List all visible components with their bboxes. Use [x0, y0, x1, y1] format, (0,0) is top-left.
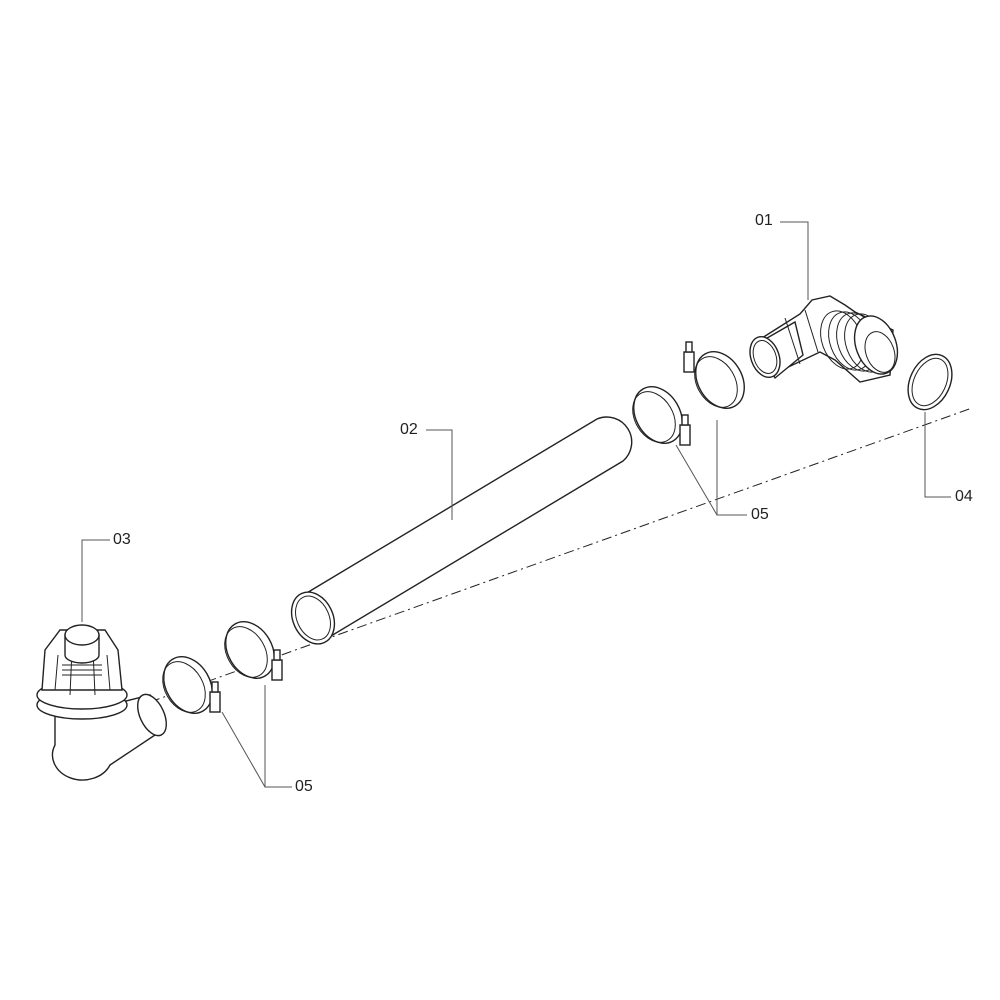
leader-03 — [81, 539, 110, 622]
leader-05-left-b — [221, 711, 266, 788]
leader-04 — [924, 412, 951, 498]
leader-02 — [426, 429, 453, 520]
hose-clamp-right-outer — [683, 341, 745, 409]
callout-04: 04 — [955, 488, 973, 505]
leader-05-left-a — [264, 685, 292, 788]
callout-03: 03 — [113, 531, 131, 548]
leader-01 — [780, 221, 809, 300]
tube-part-02 — [290, 416, 633, 645]
hose-clamp-right-inner — [632, 386, 691, 446]
valve-elbow-part-03 — [36, 624, 168, 781]
leader-05-right-a — [716, 420, 747, 516]
callout-02: 02 — [400, 421, 418, 438]
hose-clamp-left-outer — [162, 656, 221, 714]
callout-01: 01 — [755, 212, 773, 229]
callout-05-right: 05 — [751, 506, 769, 523]
assembly-centerline — [149, 407, 973, 703]
elbow-fitting-part-01 — [749, 295, 899, 383]
callout-05-left: 05 — [295, 778, 313, 795]
o-ring-part-04 — [907, 353, 953, 411]
leader-05-right-b — [675, 444, 718, 516]
hose-clamp-left-inner — [224, 621, 283, 681]
